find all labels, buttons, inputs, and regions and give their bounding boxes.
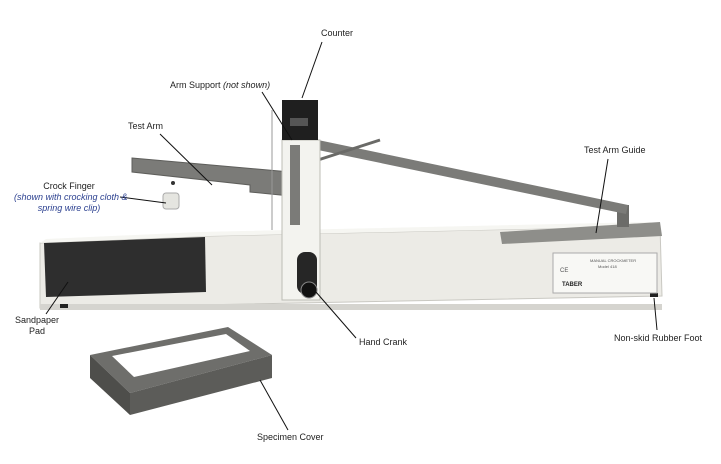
arm-link xyxy=(318,140,628,214)
crock-finger-note-1: (shown with crocking cloth & xyxy=(14,192,128,202)
label-rubber-foot: Non-skid Rubber Foot xyxy=(614,333,703,343)
rubber-foot xyxy=(650,293,658,297)
post-bracket xyxy=(290,145,300,225)
label-counter: Counter xyxy=(321,28,354,38)
label-sandpaper-pad: Sandpaper Pad xyxy=(12,315,62,337)
hand-crank-knob xyxy=(300,281,318,299)
arm-support-text: Arm Support xyxy=(170,80,221,90)
svg-text:MANUAL CROCKMETER: MANUAL CROCKMETER xyxy=(590,258,636,263)
leader-lines xyxy=(45,41,658,431)
name-plate: MANUAL CROCKMETER Model 418 CE TABER xyxy=(552,252,658,294)
crock-finger-text: Crock Finger xyxy=(43,181,95,191)
arm-rod xyxy=(317,138,381,162)
label-test-arm: Test Arm xyxy=(128,121,164,131)
arm-support-note: (not shown) xyxy=(223,80,271,90)
svg-text:CE: CE xyxy=(560,268,568,274)
specimen-cover xyxy=(90,327,272,415)
label-arm-support: Arm Support (not shown) xyxy=(170,80,270,91)
test-arm-guide-plate xyxy=(500,222,662,244)
sandpaper-pad xyxy=(44,237,206,297)
base-top xyxy=(40,222,660,243)
svg-text:TABER: TABER xyxy=(562,282,583,288)
label-hand-crank: Hand Crank xyxy=(359,337,408,347)
label-specimen-cover: Specimen Cover xyxy=(257,432,324,442)
crock-finger-note-2: spring wire clip) xyxy=(37,203,101,213)
label-test-arm-guide: Test Arm Guide xyxy=(584,145,646,155)
sandpaper-text-1: Sandpaper xyxy=(14,315,60,325)
base-shadow xyxy=(40,304,662,310)
crock-finger xyxy=(162,192,180,210)
counter-window xyxy=(290,118,308,126)
label-crock-finger: Crock Finger (shown with crocking cloth … xyxy=(14,181,128,214)
arm-screw xyxy=(171,181,175,185)
svg-text:Model 418: Model 418 xyxy=(598,264,617,269)
test-arm xyxy=(131,157,291,197)
sandpaper-text-2: Pad xyxy=(28,326,45,336)
rubber-foot-left xyxy=(60,304,68,308)
